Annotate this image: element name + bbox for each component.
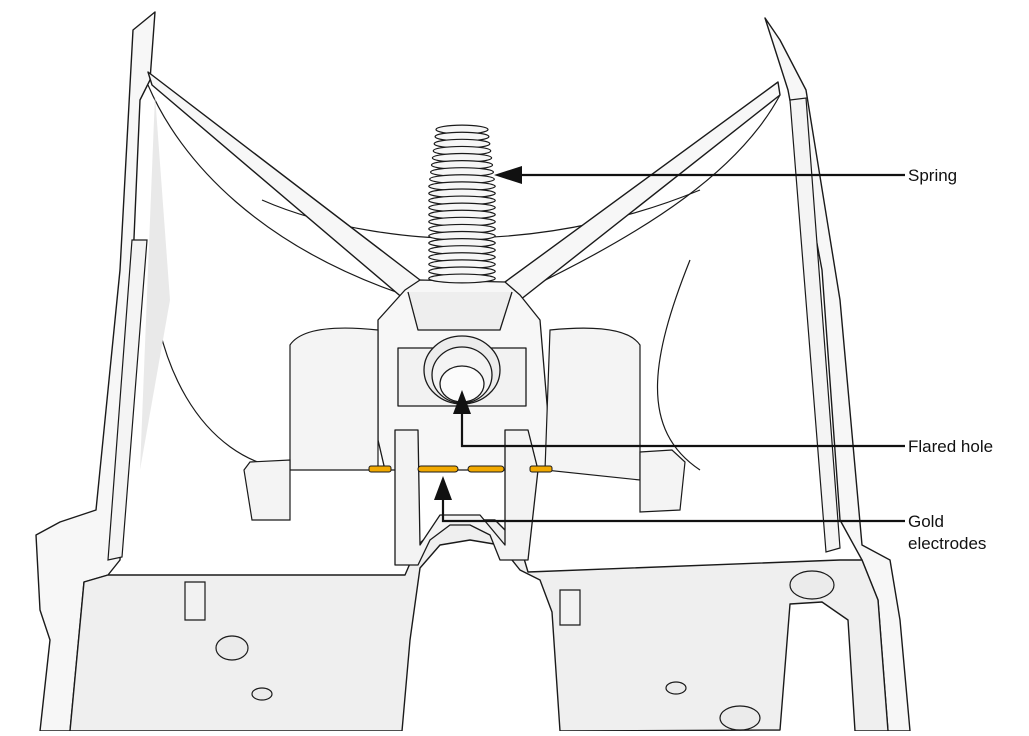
floor-hole-left (215, 635, 249, 661)
funnel-left-curve (147, 84, 421, 301)
leaders (434, 166, 905, 523)
right-ear (639, 449, 686, 513)
side-lobes (243, 327, 686, 521)
electrode-left-outer (368, 465, 392, 473)
gold-electrodes-arrowhead (434, 476, 452, 500)
electrode-right-outer (529, 465, 553, 473)
flared-hole-leader-line (460, 412, 905, 448)
inner-right-curve (656, 259, 701, 471)
center-block (377, 279, 551, 566)
label-flared-hole: Flared hole (908, 437, 994, 456)
label-gold-electrodes-line1: Gold (908, 512, 944, 531)
right-rail (789, 97, 841, 553)
right-arm (504, 81, 781, 301)
floor-hole-right (719, 705, 761, 731)
flared-hole-arrowhead (453, 390, 471, 414)
label-gold-electrodes-line2: electrodes (908, 534, 987, 553)
spring (428, 124, 496, 284)
label-spring: Spring (908, 166, 958, 185)
floor-boss-right (789, 570, 835, 600)
electrode-right-inner (467, 465, 505, 473)
inner-left-curve (149, 247, 291, 471)
floor-notch-left (184, 581, 206, 621)
floor-details (184, 570, 835, 731)
left-shadow (140, 95, 170, 470)
gold-electrodes (368, 465, 553, 473)
left-ear (243, 459, 291, 521)
funnel-right-curve (524, 94, 781, 291)
floor-hole-right-small (665, 681, 687, 695)
gold-electrodes-leader-line (441, 498, 905, 523)
left-arm (147, 71, 421, 301)
electrode-slot (394, 429, 539, 566)
center-block-lip (407, 291, 513, 331)
funnel (140, 84, 781, 471)
spring-arrowhead (494, 166, 522, 184)
electrode-left-inner (417, 465, 459, 473)
housing-base (69, 519, 889, 732)
left-lobe (289, 327, 379, 471)
spring-coil (428, 273, 496, 284)
right-lobe (544, 327, 641, 481)
floor-hole-small-left (251, 687, 273, 701)
left-rail (107, 239, 148, 561)
floor-notch-right (559, 589, 581, 626)
